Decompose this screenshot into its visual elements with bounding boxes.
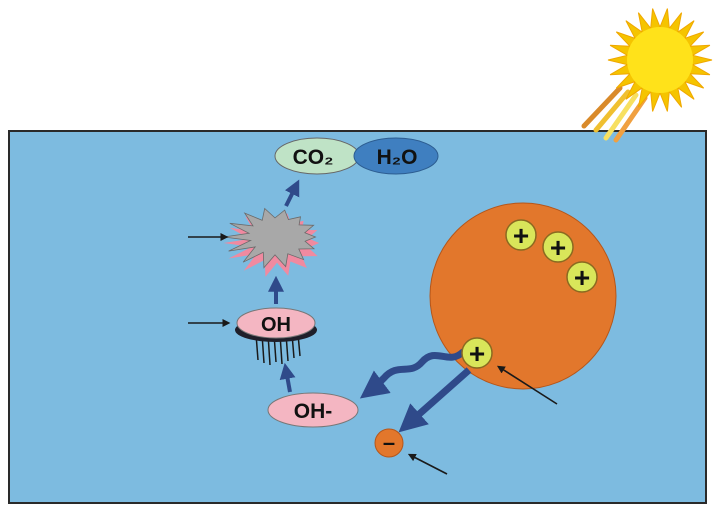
- hydroxide-label: OH-: [294, 400, 333, 423]
- oh-radical-label: OH: [261, 314, 291, 336]
- hole-3: +: [566, 261, 598, 293]
- hydroxyl-radical: OH: [235, 307, 317, 366]
- sun-core: [627, 27, 693, 93]
- light-beams: [581, 85, 648, 143]
- co2-product: CO₂: [274, 137, 360, 175]
- pointer-to-electron: [407, 453, 448, 475]
- hole-3-symbol: +: [574, 262, 590, 293]
- hole-2: +: [542, 231, 574, 263]
- electron-symbol: –: [383, 430, 395, 455]
- arrow-hydroxide-to-radical: [279, 362, 296, 393]
- hole-2-symbol: +: [550, 232, 566, 263]
- hydroxide-ion: OH-: [267, 392, 359, 428]
- co2-label: CO₂: [293, 146, 334, 169]
- hole-active-symbol: +: [469, 338, 485, 369]
- hole-active: +: [461, 337, 493, 369]
- h2o-label: H₂O: [377, 146, 418, 169]
- hole-1-symbol: +: [513, 220, 529, 251]
- arrow-particle-to-electron: [398, 367, 472, 433]
- electron: –: [374, 428, 404, 458]
- arrow-pollutant-to-products: [284, 179, 300, 207]
- pointer-to-hole: [496, 365, 558, 405]
- wavy-arrow-hole-to-hydroxide: [359, 348, 467, 399]
- h2o-product: H₂O: [353, 137, 439, 175]
- hole-1: +: [505, 219, 537, 251]
- sun-icon: [581, 8, 713, 143]
